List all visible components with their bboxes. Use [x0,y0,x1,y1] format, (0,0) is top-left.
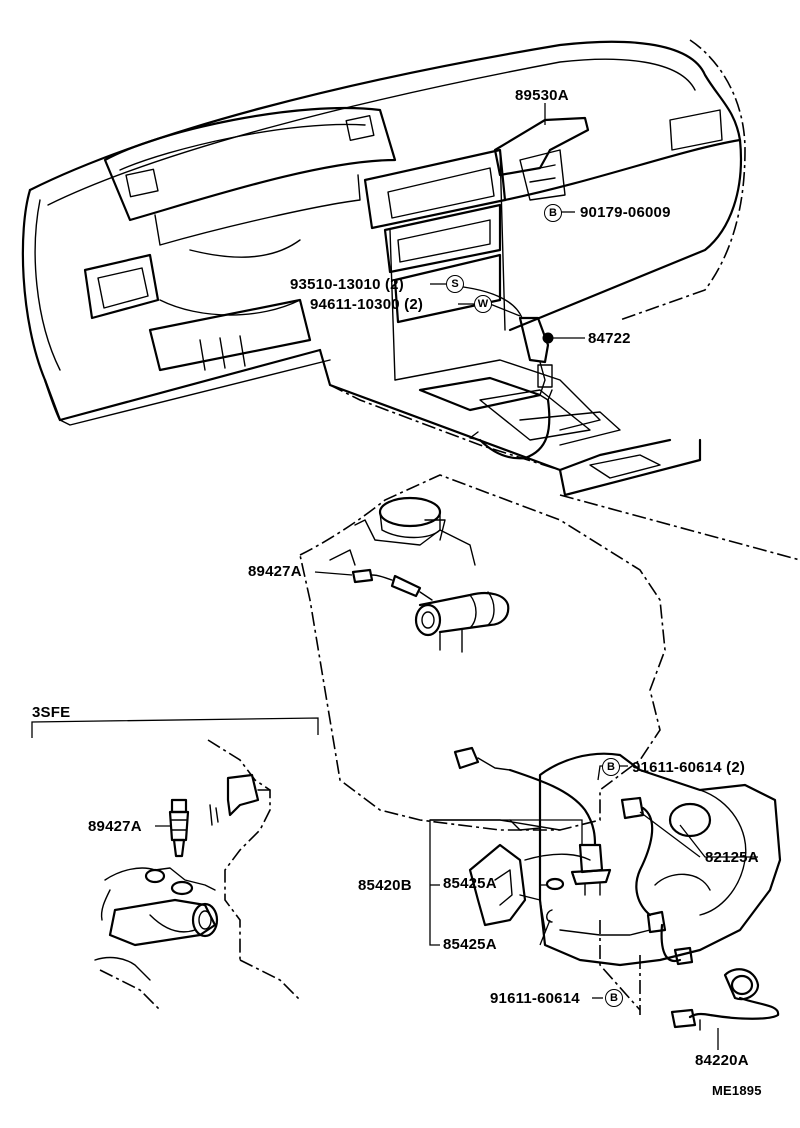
screw-badge-s-93510: S [446,275,464,293]
part-label-91611-60614: 91611-60614 [490,990,580,1007]
figure-code: ME1895 [712,1083,762,1098]
engine-drawing [299,474,782,1031]
part-label-93510-13010: 93510-13010 (2) [290,276,404,293]
part-label-84722: 84722 [588,330,631,347]
bolt-badge-b-91611-bottom: B [605,989,623,1007]
part-label-89427A-engine: 89427A [248,563,302,580]
washer-badge-w-94611: W [474,295,492,313]
washer-badge-b-90179: B [544,204,562,222]
part-label-91611-60614-2: 91611-60614 (2) [632,759,746,776]
leader-lines [155,103,758,1050]
dashboard-drawing [21,39,800,561]
part-label-90179-06009: 90179-06009 [580,204,671,221]
part-label-89530A: 89530A [515,87,569,104]
inset-3sfe-drawing [31,717,319,1011]
part-label-82125A: 82125A [705,849,759,866]
part-label-85420B: 85420B [358,877,412,894]
part-label-94611-10300: 94611-10300 (2) [310,296,424,313]
inset-title-3sfe: 3SFE [32,704,71,721]
part-label-85425A-lower: 85425A [443,936,497,953]
part-label-89427A-inset: 89427A [88,818,142,835]
part-label-84220A: 84220A [695,1052,749,1069]
bolt-badge-b-91611-top: B [602,758,620,776]
part-label-85425A-upper: 85425A [443,875,497,892]
